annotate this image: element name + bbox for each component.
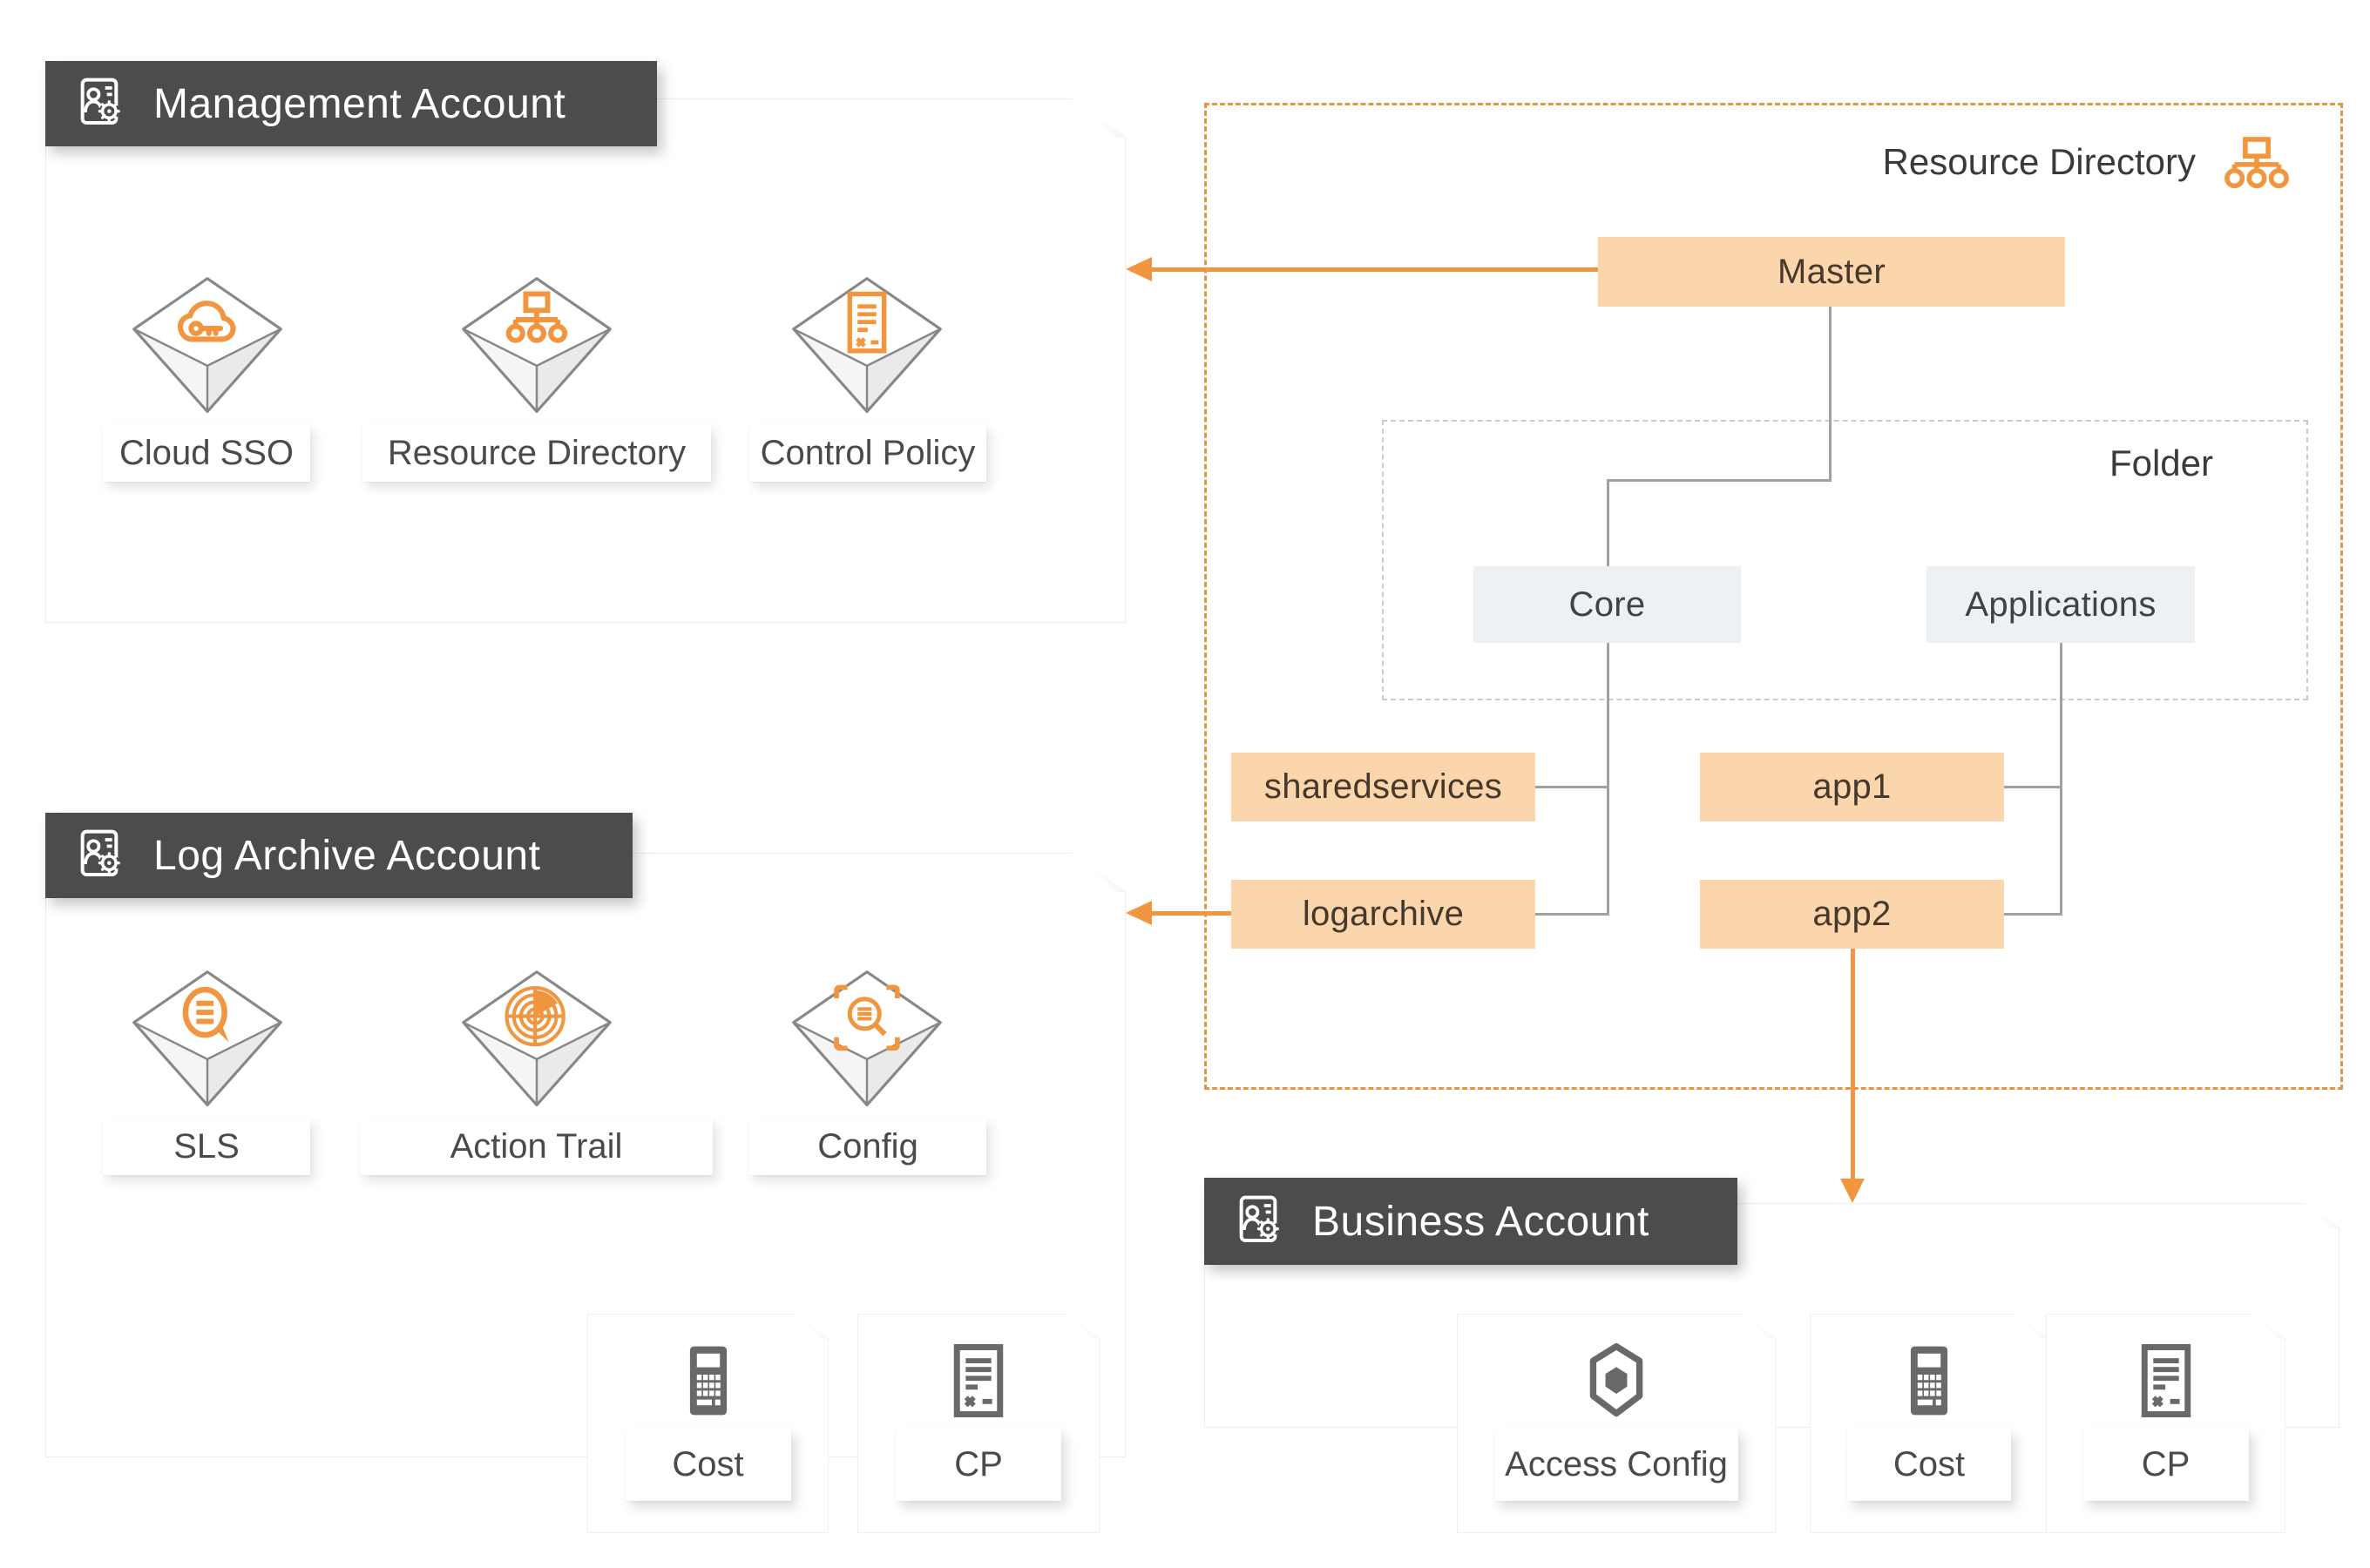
org-chart-icon xyxy=(2224,137,2289,189)
connector-master-down xyxy=(1829,307,1832,481)
bill-doc-icon xyxy=(2128,1342,2204,1419)
business-account-header: Business Account xyxy=(1204,1178,1737,1265)
folder-region xyxy=(1382,420,2308,700)
node-app2: app2 xyxy=(1700,880,2004,949)
log-archive-account-title: Log Archive Account xyxy=(153,832,541,879)
service-label-resource-directory: Resource Directory xyxy=(362,424,711,482)
connector-master-elbow xyxy=(1607,479,1832,482)
arrow-logarchive-to-logaccount-head xyxy=(1126,901,1152,925)
node-logarchive: logarchive xyxy=(1231,880,1535,949)
policy-doc-icon xyxy=(792,277,942,414)
service-label-control-policy: Control Policy xyxy=(749,424,986,482)
cp-card: CP xyxy=(857,1314,1100,1533)
connector-applications-down xyxy=(2060,641,2062,916)
resource-directory-label: Resource Directory xyxy=(1882,141,2196,182)
cp-card: CP xyxy=(2046,1314,2285,1533)
cost-card-label: Cost xyxy=(626,1428,791,1501)
resource-directory-region xyxy=(1204,103,2343,1090)
arrow-master-to-management-head xyxy=(1126,257,1152,281)
connector-to-core xyxy=(1607,479,1609,568)
management-account-title: Management Account xyxy=(153,80,566,127)
account-badge-icon xyxy=(1232,1193,1288,1249)
connector-app1 xyxy=(2004,786,2062,788)
management-account-header: Management Account xyxy=(45,61,657,146)
arrow-logarchive-to-logaccount-line xyxy=(1150,911,1231,916)
log-search-icon xyxy=(132,970,282,1107)
radar-icon xyxy=(462,970,612,1107)
node-core: Core xyxy=(1473,566,1741,643)
access-config-card-label: Access Config xyxy=(1494,1428,1738,1501)
cost-card: Cost xyxy=(1810,1314,2048,1533)
service-label-config: Config xyxy=(749,1118,986,1175)
arrow-master-to-management-line xyxy=(1150,267,1598,272)
cost-card-label: Cost xyxy=(1847,1428,2011,1501)
calculator-icon xyxy=(670,1342,747,1419)
cost-card: Cost xyxy=(587,1314,829,1533)
cloud-sso-icon xyxy=(132,277,282,414)
connector-core-down xyxy=(1607,641,1609,916)
org-chart-icon xyxy=(462,277,612,414)
log-archive-account-header: Log Archive Account xyxy=(45,813,633,898)
cp-card-label: CP xyxy=(896,1428,1061,1501)
hexagon-icon xyxy=(1578,1342,1655,1419)
service-label-cloud-sso: Cloud SSO xyxy=(103,424,310,482)
business-account-title: Business Account xyxy=(1312,1198,1649,1245)
node-sharedservices: sharedservices xyxy=(1231,753,1535,821)
node-applications: Applications xyxy=(1926,566,2195,643)
arrow-app2-to-business-line xyxy=(1851,949,1855,1180)
bill-doc-icon xyxy=(940,1342,1017,1419)
account-badge-icon xyxy=(73,828,129,883)
cp-card-label: CP xyxy=(2083,1428,2249,1501)
connector-logarchive xyxy=(1535,913,1609,916)
access-config-card: Access Config xyxy=(1457,1314,1776,1533)
connector-app2 xyxy=(2004,913,2062,916)
folder-label: Folder xyxy=(2109,443,2213,483)
connector-sharedservices xyxy=(1535,786,1609,788)
node-master: Master xyxy=(1598,237,2065,307)
account-badge-icon xyxy=(73,76,129,132)
calculator-icon xyxy=(1891,1342,1967,1419)
service-label-sls: SLS xyxy=(103,1118,310,1175)
arrow-app2-to-business-head xyxy=(1840,1179,1865,1203)
node-app1: app1 xyxy=(1700,753,2004,821)
config-scan-icon xyxy=(792,970,942,1107)
service-label-action-trail: Action Trail xyxy=(360,1118,713,1175)
